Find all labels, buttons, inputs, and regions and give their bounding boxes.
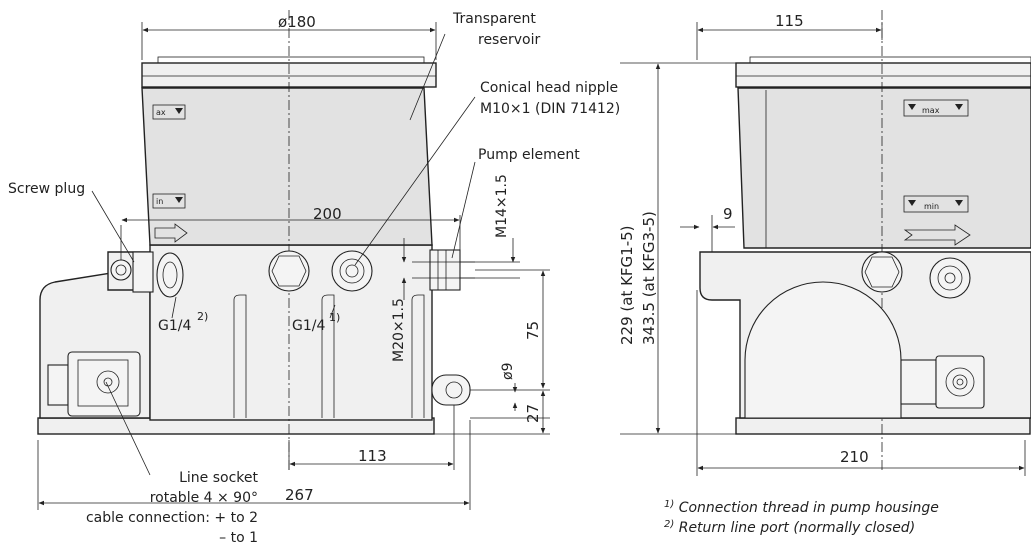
min-level-mark: in bbox=[152, 193, 186, 209]
dim-m14: M14×1.5 bbox=[494, 174, 510, 238]
leader-lines bbox=[91, 33, 476, 476]
svg-text:ax: ax bbox=[156, 108, 166, 117]
label-g14-left: G1/4 bbox=[158, 318, 191, 334]
left-view: ax in bbox=[8, 10, 620, 546]
label-cable-minus: – to 1 bbox=[219, 530, 258, 546]
dim-343: 343.5 (at KFG3-5) bbox=[640, 211, 658, 345]
right-hex-plug bbox=[861, 251, 903, 293]
label-cable-connection: cable connection: + to 2 bbox=[86, 510, 258, 526]
svg-text:min: min bbox=[924, 202, 939, 211]
mounting-lug bbox=[431, 374, 471, 406]
label-conical-nipple: Conical head nipple bbox=[480, 80, 618, 96]
right-base bbox=[735, 417, 1031, 435]
label-reservoir: reservoir bbox=[478, 32, 540, 48]
right-connector bbox=[900, 355, 985, 409]
label-screw-plug: Screw plug bbox=[8, 181, 85, 197]
hex-plug bbox=[268, 250, 310, 292]
conical-head-nipple bbox=[331, 250, 373, 292]
dim-210: 210 bbox=[840, 448, 869, 466]
right-lid bbox=[735, 62, 1031, 88]
footnote-ref-2: 2) bbox=[197, 310, 208, 323]
transparent-reservoir bbox=[141, 87, 433, 246]
return-line-port bbox=[156, 252, 184, 298]
label-line-socket-rotable: rotable 4 × 90° bbox=[150, 490, 258, 506]
dim-m20: M20×1.5 bbox=[391, 298, 407, 362]
label-conical-nipple-spec: M10×1 (DIN 71412) bbox=[480, 101, 620, 117]
dim-115: 115 bbox=[775, 12, 804, 30]
dim-27: 27 bbox=[524, 404, 542, 423]
dim-229: 229 (at KFG1-5) bbox=[618, 225, 636, 345]
svg-text:max: max bbox=[922, 106, 940, 115]
right-view: max min bbox=[618, 10, 1031, 476]
label-transparent: Transparent bbox=[452, 11, 536, 27]
lid-top bbox=[157, 56, 425, 64]
right-reservoir bbox=[737, 87, 1031, 249]
right-max-mark: max bbox=[903, 99, 969, 117]
right-dimensions bbox=[620, 22, 1026, 476]
footnote-1: 1) Connection thread in pump housinge bbox=[664, 499, 939, 516]
dim-267: 267 bbox=[285, 486, 314, 504]
dim-113: 113 bbox=[358, 447, 387, 465]
flow-arrow-icon bbox=[154, 223, 188, 243]
housing-ribs bbox=[233, 294, 425, 418]
label-g14-right: G1/4 bbox=[292, 318, 325, 334]
footnote-2: 2) Return line port (normally closed) bbox=[664, 519, 915, 536]
dim-phi9: ø9 bbox=[500, 363, 516, 380]
pump-dome bbox=[744, 281, 902, 419]
left-dimensions bbox=[37, 22, 550, 510]
label-pump-element: Pump element bbox=[478, 147, 580, 163]
screw-plug bbox=[110, 251, 154, 293]
dim-75: 75 bbox=[524, 321, 542, 340]
max-level-mark: ax bbox=[152, 104, 186, 120]
dim-9: 9 bbox=[723, 205, 733, 223]
line-socket bbox=[47, 351, 141, 417]
svg-text:in: in bbox=[156, 197, 163, 206]
footnotes: 1) Connection thread in pump housinge 2)… bbox=[664, 499, 939, 536]
label-line-socket: Line socket bbox=[179, 470, 258, 486]
dim-diameter-180: ø180 bbox=[278, 13, 316, 31]
footnote-ref-1: 1) bbox=[329, 311, 340, 324]
right-min-mark: min bbox=[903, 195, 969, 213]
dim-200: 200 bbox=[313, 205, 342, 223]
right-flow-arrow-icon bbox=[903, 224, 971, 246]
right-nipple bbox=[929, 257, 971, 299]
